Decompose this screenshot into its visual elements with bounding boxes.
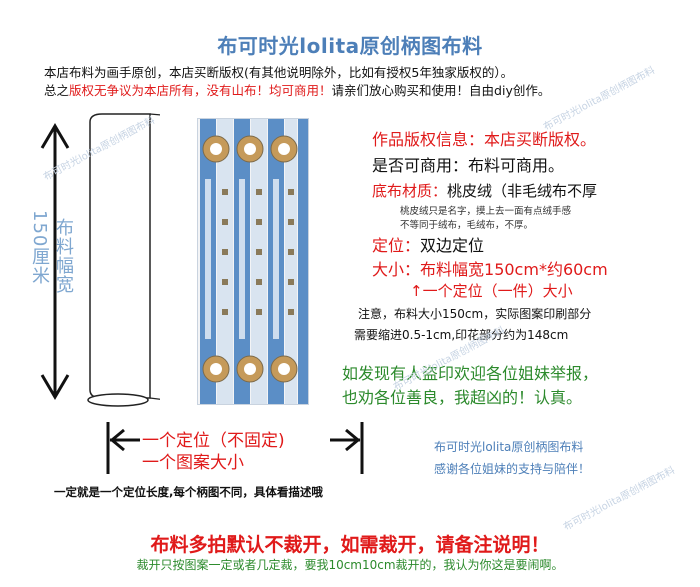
size-one-piece: ↑一个定位（一件）大小 [410, 282, 573, 300]
material-note-2: 不等同于绒布，毛绒布，不厚。 [400, 220, 534, 231]
brand-line-1: 布可时光lolita原创柄图布料 [434, 440, 584, 454]
cutting-warning: 布料多拍默认不裁开，如需裁开，请备注说明！ [150, 534, 550, 556]
size-info: 大小：布料幅宽150cm*约60cm [372, 256, 608, 280]
vertical-dimension-text: 布料幅宽 [53, 218, 74, 294]
fabric-pattern-swatch [197, 118, 309, 405]
commercial-info: 是否可商用：布料可商用。 [372, 156, 565, 175]
material-label: 底布材质： [372, 182, 448, 200]
cutting-warning-sub: 裁开只按图案一定或者几定裁，要我10cm10cm裁开的，我认为你这是要闹啊。 [136, 558, 564, 572]
fabric-roll-illustration [40, 113, 160, 407]
horizontal-dimension-label-1: 一个定位（不固定) [142, 431, 285, 451]
brand-line-2: 感谢各位姐妹的支持与陪伴！ [434, 462, 591, 476]
watermark-4: 布可时光lolita原创柄图布料 [541, 65, 657, 134]
roll-bottom [87, 393, 149, 407]
fabric-pattern-svg [198, 119, 308, 404]
intro-line-1: 本店布料为画手原创，本店买断版权(有其他说明除外，比如有授权5年独家版权的）。 [44, 65, 514, 80]
position-info: 定位：双边定位 [372, 232, 484, 256]
roll-body [89, 113, 151, 399]
size-note-1: 注意，布料大小150cm，实际图案印刷部分 [358, 307, 592, 321]
report-line-1: 如发现有人盗印欢迎各位姐妹举报， [342, 364, 599, 383]
copyright-info: 作品版权信息：本店买断版权。 [372, 130, 597, 149]
intro-line-2-a: 总之 [44, 83, 70, 98]
intro-line-2: 总之版权无争议为本店所有，没有山布！均可商用！请亲们放心购买和使用！自由diy创… [44, 80, 550, 99]
intro-line-2-b: 版权无争议为本店所有，没有山布！均可商用！ [69, 83, 332, 98]
vertical-dimension-label: 150厘米 [28, 210, 52, 285]
size-label: 大小： [372, 260, 421, 279]
vertical-arrow-head-bottom [40, 374, 70, 400]
material-info: 底布材质：桃皮绒（非毛绒布不厚 [372, 180, 597, 201]
position-value: 双边定位 [420, 236, 485, 255]
position-label: 定位： [372, 236, 421, 255]
report-line-2: 也劝各位善良，我超凶的！认真。 [342, 388, 583, 407]
vertical-dimension-unit: 厘米 [29, 247, 50, 286]
vertical-arrow-head-top [40, 123, 70, 149]
horizontal-dimension-label-2: 一个图案大小 [142, 453, 244, 473]
material-note-1: 桃皮绒只是名字，摸上去一面有点绒手感 [400, 206, 572, 217]
material-value: 桃皮绒（非毛绒布不厚 [447, 182, 598, 200]
page-title: 布可时光lolita原创柄图布料 [217, 34, 483, 58]
vertical-dimension-number: 150 [29, 210, 50, 248]
position-length-note: 一定就是一个定位长度,每个柄图不同，具体看描述哦 [54, 485, 323, 499]
size-value: 布料幅宽150cm*约60cm [420, 260, 608, 279]
size-note-2: 需要缩进0.5-1cm,印花部分约为148cm [354, 328, 569, 342]
intro-line-2-c: 请亲们放心购买和使用！自由diy创作。 [331, 83, 551, 98]
roll-edge-bottom [149, 397, 160, 400]
roll-edge-top [149, 113, 160, 116]
horizontal-dimension-arrow [106, 422, 364, 474]
